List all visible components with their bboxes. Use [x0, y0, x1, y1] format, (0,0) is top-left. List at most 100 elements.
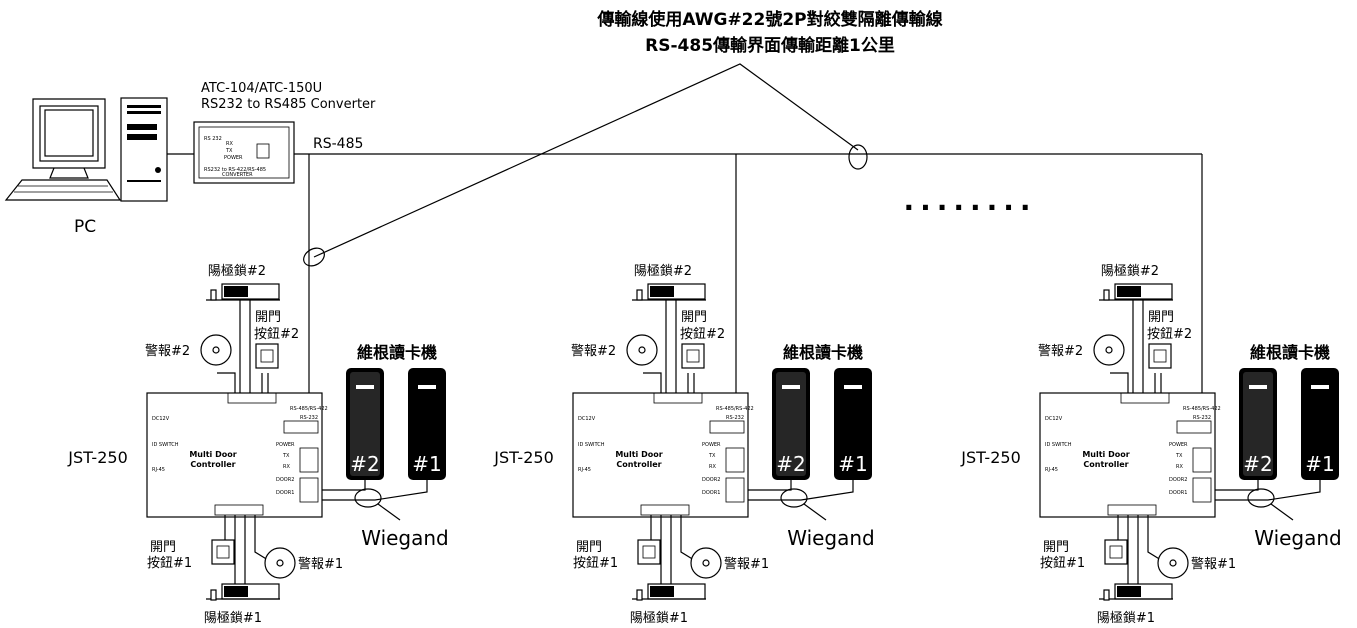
controller-label: JST-250 [67, 448, 128, 467]
electric-lock-1: 陽極鎖#1 [204, 583, 280, 626]
controller-unit: JST-250 Multi Door Controller DC12V ID S… [960, 263, 1342, 626]
button-2-label-line2: 按鈕#2 [1147, 327, 1192, 342]
push-button-icon [637, 539, 661, 565]
svg-text:TX: TX [1175, 453, 1183, 459]
alarm-2-label: 警報#2 [1038, 343, 1083, 359]
wiegand-readers: 維根讀卡機 #2 #1 Wiegand [748, 343, 875, 550]
panel-title-1: Multi Door [189, 450, 236, 459]
top-terminals [214, 392, 319, 516]
svg-text:DC12V: DC12V [1045, 416, 1063, 422]
svg-text:RJ-45: RJ-45 [152, 467, 165, 473]
svg-text:RJ-45: RJ-45 [1045, 467, 1058, 473]
reader-1-number: #1 [838, 452, 867, 476]
reader-group-label: 維根讀卡機 [357, 343, 437, 362]
push-button-icon [211, 539, 235, 565]
alarm-1-label: 警報#1 [1191, 556, 1236, 572]
panel-title-1: Multi Door [615, 450, 662, 459]
panel-title-2: Controller [616, 460, 661, 469]
svg-text:RX: RX [1176, 464, 1183, 470]
wiegand-label: Wiegand [1254, 526, 1342, 550]
electric-lock-2: 陽極鎖#2 [206, 263, 280, 301]
panel-title-2: Controller [1083, 460, 1128, 469]
svg-text:TX: TX [225, 148, 233, 154]
rs485-converter: ATC-104/ATC-150U RS232 to RS485 Converte… [193, 81, 1202, 184]
siren-icon [1093, 334, 1125, 366]
cable-callout-ellipse-left [303, 247, 325, 267]
controller-panel [146, 392, 323, 518]
alarm-2: 警報#2 [145, 334, 232, 366]
rs485-bus-label: RS-485 [313, 136, 363, 152]
svg-text:POWER: POWER [224, 155, 243, 161]
exit-button-2: 開門 按鈕#2 [680, 310, 725, 369]
wiegand-label: Wiegand [361, 526, 449, 550]
more-units-ellipsis: ........ [903, 184, 1036, 217]
reader-2-number: #2 [776, 452, 805, 476]
keyboard-icon [4, 179, 122, 201]
exit-button-1: 開門 按鈕#1 [573, 539, 661, 571]
alarm-2-label: 警報#2 [571, 343, 616, 359]
electric-lock-1: 陽極鎖#1 [1097, 583, 1173, 626]
push-button-icon [681, 343, 705, 369]
card-reader-1-icon [1301, 368, 1339, 480]
svg-text:ID SWITCH: ID SWITCH [578, 442, 605, 448]
siren-icon [264, 547, 296, 579]
cable-callout [303, 63, 868, 267]
top-terminals [640, 392, 745, 516]
button-2-label-line1: 開門 [681, 310, 707, 325]
push-button-icon [1148, 343, 1172, 369]
alarm-1: 警報#1 [1157, 547, 1236, 579]
reader-1-number: #1 [1305, 452, 1334, 476]
controller-panel [1039, 392, 1216, 518]
lock-1-label: 陽極鎖#1 [204, 610, 262, 626]
cable-callout-ellipse-right [848, 144, 868, 170]
card-reader-1-icon [408, 368, 446, 480]
siren-icon [626, 334, 658, 366]
svg-text:RX: RX [709, 464, 716, 470]
alarm-1-label: 警報#1 [724, 556, 769, 572]
svg-text:RX: RX [283, 464, 290, 470]
alarm-2-label: 警報#2 [145, 343, 190, 359]
alarm-1: 警報#1 [264, 547, 343, 579]
alarm-1: 警報#1 [690, 547, 769, 579]
siren-icon [200, 334, 232, 366]
lock-2-label: 陽極鎖#2 [1101, 263, 1159, 279]
siren-icon [690, 547, 722, 579]
svg-text:RS232 to RS-422/RS-485: RS232 to RS-422/RS-485 [204, 167, 266, 173]
converter-model: ATC-104/ATC-150U [201, 81, 322, 96]
svg-text:CONVERTER: CONVERTER [222, 172, 253, 178]
pc-label: PC [74, 217, 96, 237]
svg-text:TX: TX [708, 453, 716, 459]
electric-lock-1: 陽極鎖#1 [630, 583, 706, 626]
unit-3: JST-250 Multi Door Controller DC12V ID S… [960, 263, 1342, 626]
svg-text:POWER: POWER [1169, 442, 1188, 448]
pc-tower-icon [120, 97, 168, 202]
svg-text:DOOR1: DOOR1 [702, 490, 720, 496]
reader-group-label: 維根讀卡機 [783, 343, 863, 362]
panel-title-2: Controller [190, 460, 235, 469]
svg-text:DOOR2: DOOR2 [702, 477, 720, 483]
button-1-label-line2: 按鈕#1 [147, 556, 192, 571]
electric-lock-2: 陽極鎖#2 [1099, 263, 1173, 301]
svg-text:RS-485/RS-422: RS-485/RS-422 [290, 406, 328, 412]
button-2-label-line1: 開門 [255, 310, 281, 325]
svg-text:ID SWITCH: ID SWITCH [152, 442, 179, 448]
alarm-2: 警報#2 [571, 334, 658, 366]
lock-1-label: 陽極鎖#1 [630, 610, 688, 626]
card-reader-2-icon [346, 368, 384, 480]
wiegand-cable-ellipse [780, 488, 808, 508]
button-2-label-line2: 按鈕#2 [680, 327, 725, 342]
button-2-label-line2: 按鈕#2 [254, 327, 299, 342]
svg-text:RS-232: RS-232 [300, 415, 318, 421]
wiegand-readers: 維根讀卡機 #2 #1 Wiegand [1215, 343, 1342, 550]
svg-text:RS-232: RS-232 [1193, 415, 1211, 421]
card-reader-1-icon [834, 368, 872, 480]
reader-group-label: 維根讀卡機 [1250, 343, 1330, 362]
wiegand-cable-ellipse [1247, 488, 1275, 508]
wiegand-readers: 維根讀卡機 #2 #1 Wiegand [322, 343, 449, 550]
button-1-label-line2: 按鈕#1 [573, 556, 618, 571]
svg-text:DOOR2: DOOR2 [1169, 477, 1187, 483]
wiegand-cable-ellipse [354, 488, 382, 508]
button-1-label-line1: 開門 [576, 540, 602, 555]
controller-unit: JST-250 Multi Door Controller DC12V ID S… [67, 263, 449, 626]
svg-text:DOOR1: DOOR1 [1169, 490, 1187, 496]
